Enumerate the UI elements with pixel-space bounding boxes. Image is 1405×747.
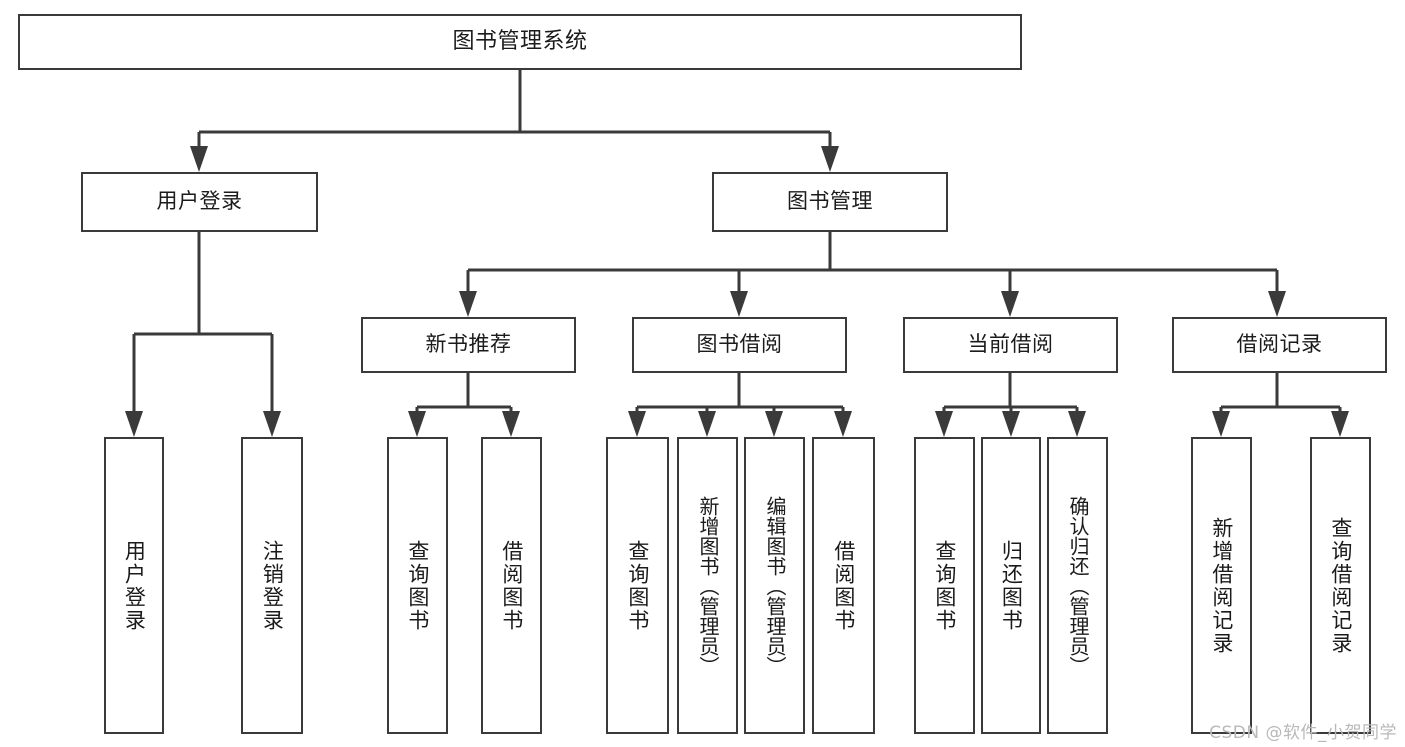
leaf-label: 归还图书 (999, 539, 1024, 632)
node-label: 图书管理系统 (452, 28, 588, 54)
leaf-label: 借阅图书 (499, 539, 524, 632)
leaf-node[interactable]: 注销登录 (241, 437, 303, 734)
leaf-node[interactable]: 查询图书 (387, 437, 448, 734)
node-borrow-record[interactable]: 借阅记录 (1172, 317, 1387, 373)
node-book-management[interactable]: 图书管理 (712, 172, 948, 232)
leaf-node[interactable]: 查询借阅记录 (1310, 437, 1371, 734)
node-label: 图书借阅 (696, 332, 783, 357)
leaf-node[interactable]: 新增图书（管理员） (677, 437, 738, 734)
node-label: 用户登录 (156, 189, 243, 214)
leaf-label: 确认归还（管理员） (1066, 495, 1090, 676)
leaf-label: 查询图书 (405, 539, 430, 632)
node-label: 借阅记录 (1236, 332, 1323, 357)
node-label: 图书管理 (787, 189, 873, 214)
leaf-node[interactable]: 借阅图书 (812, 437, 875, 734)
node-user-login[interactable]: 用户登录 (81, 172, 318, 232)
leaf-label: 查询图书 (625, 539, 650, 632)
leaf-node[interactable]: 编辑图书（管理员） (744, 437, 805, 734)
node-book-borrow[interactable]: 图书借阅 (632, 317, 847, 373)
leaf-node[interactable]: 用户登录 (104, 437, 164, 734)
leaf-label: 查询借阅记录 (1328, 516, 1353, 655)
leaf-node[interactable]: 借阅图书 (481, 437, 542, 734)
leaf-node[interactable]: 查询图书 (606, 437, 669, 734)
leaf-label: 新增图书（管理员） (696, 495, 720, 676)
node-label: 当前借阅 (967, 332, 1054, 357)
leaf-node[interactable]: 确认归还（管理员） (1047, 437, 1108, 734)
leaf-label: 借阅图书 (831, 539, 856, 632)
node-root-system[interactable]: 图书管理系统 (18, 14, 1022, 70)
node-label: 新书推荐 (425, 332, 512, 357)
csdn-watermark: CSDN @软件_小贺同学 (1209, 723, 1397, 743)
leaf-node[interactable]: 归还图书 (981, 437, 1041, 734)
leaf-label: 查询图书 (932, 539, 957, 632)
leaf-label: 新增借阅记录 (1209, 516, 1234, 655)
leaf-node[interactable]: 查询图书 (914, 437, 975, 734)
node-current-borrow[interactable]: 当前借阅 (903, 317, 1118, 373)
leaf-label: 编辑图书（管理员） (763, 495, 787, 676)
leaf-label: 用户登录 (122, 539, 147, 632)
leaf-node[interactable]: 新增借阅记录 (1191, 437, 1252, 734)
leaf-label: 注销登录 (260, 539, 285, 632)
node-new-book-recommend[interactable]: 新书推荐 (361, 317, 576, 373)
